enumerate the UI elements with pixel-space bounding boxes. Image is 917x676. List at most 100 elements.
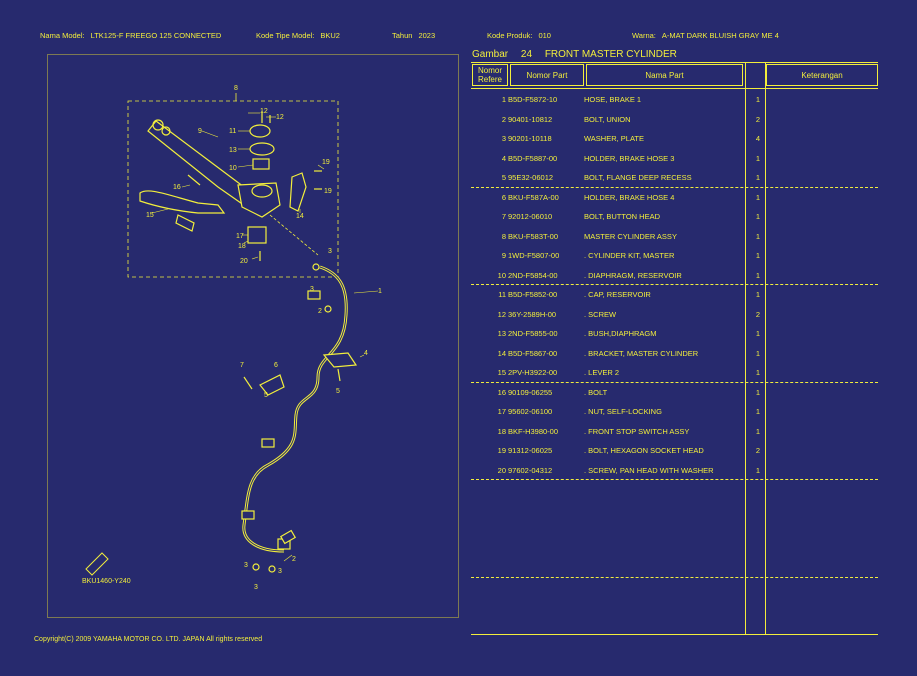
ref-cell: 4 [501,153,506,163]
parts-diagram: 8 9 12 12 11 13 10 19 19 14 16 15 17 18 … [47,54,459,618]
part-name-cell: HOLDER, BRAKE HOSE 3 [584,153,675,163]
part-number-cell: 95602-06100 [508,407,553,416]
part-name-cell: BOLT, FLANGE DEEP RECESS [584,173,692,182]
group-separator [471,284,878,285]
figure-label: Gambar [472,49,509,60]
quantity-cell: 1 [755,426,761,436]
group-separator [471,186,878,188]
part-name-cell: . SCREW, PAN HEAD WITH WASHER [584,465,714,475]
model-type-code: Kode Tipe Model:BKU2 [256,31,340,40]
callout-1: 1 [378,288,382,295]
callout-20: 20 [240,258,248,265]
callout-2a: 2 [318,308,322,315]
part-name-cell: . CYLINDER KIT, MASTER [584,251,675,260]
part-name-cell: . LEVER 2 [584,368,620,377]
callout-3e: 3 [254,584,258,591]
part-number-cell: 95E32-06012 [508,173,554,182]
header-part-number: Nomor Part [510,64,584,86]
callout-12a: 12 [260,108,268,115]
header-ref-number: Nomor Refere [472,64,508,86]
parts-table: Nomor Refere Nomor Part Nama Part Ketera… [471,62,878,635]
ref-cell: 5 [501,173,506,182]
part-number-cell: 91312-06025 [508,446,553,455]
callout-17: 17 [236,233,244,240]
part-name-cell: . DIAPHRAGM, RESERVOIR [584,270,682,280]
part-name-cell: . NUT, SELF-LOCKING [584,407,662,416]
part-name-cell: . FRONT STOP SWITCH ASSY [584,426,690,436]
callout-13: 13 [229,147,237,154]
quantity-cell: 1 [755,368,761,377]
part-number-cell: BKF-H3980-00 [508,426,559,436]
part-name-cell: . BRACKET, MASTER CYLINDER [584,348,699,358]
part-number-cell: 2ND-F5855-00 [508,329,558,338]
part-number-cell: B5D-F5852-00 [508,290,558,299]
quantity-cell: 1 [755,192,761,202]
model-color: Warna:A-MAT DARK BLUISH GRAY ME 4 [632,31,779,40]
ref-cell: 16 [497,387,506,397]
part-number-cell: 2ND-F5854-00 [508,270,558,280]
part-number-cell: 97602-04312 [508,465,553,475]
group-separator [471,479,878,480]
callout-15: 15 [146,212,154,219]
part-number-cell: 1WD-F5807-00 [508,251,560,260]
ref-cell: 13 [497,329,506,338]
part-number-cell: 90109-06255 [508,387,553,397]
callout-16: 16 [173,184,181,191]
group-separator [471,576,878,578]
ref-cell: 19 [497,446,506,455]
header-part-name: Nama Part [586,64,743,86]
callout-3b: 3 [310,286,314,293]
figure-name: FRONT MASTER CYLINDER [544,49,677,60]
part-number-cell: BKU-F587A-00 [508,192,559,202]
callout-12b: 12 [276,114,284,121]
ref-cell: 20 [497,465,506,475]
ref-cell: 18 [497,426,506,436]
part-number-cell: B5D-F5867-00 [508,348,558,358]
callout-3c: 3 [278,568,282,575]
lever-shape [139,190,226,214]
part-name-cell: MASTER CYLINDER ASSY [584,231,677,241]
part-name-cell: BOLT, UNION [584,114,631,124]
callout-5a: 5 [336,388,340,395]
part-name-cell: . CAP, RESERVOIR [584,290,651,299]
callout-19b: 19 [324,188,332,195]
quantity-cell: 2 [755,309,761,319]
ref-cell: 7 [501,212,506,221]
product-code: Kode Produk:010 [487,31,551,40]
quantity-cell: 1 [755,270,761,280]
quantity-cell: 1 [755,95,761,104]
part-name-cell: BOLT, BUTTON HEAD [584,212,660,221]
callout-18: 18 [238,243,246,250]
quantity-cell: 1 [755,387,761,397]
ref-cell: 8 [501,231,506,241]
quantity-cell: 1 [755,329,761,338]
part-name-cell: . BOLT [584,387,608,397]
part-number-cell: 92012-06010 [508,212,553,221]
part-number-cell: B5D-F5872-10 [508,95,558,104]
quantity-cell: 2 [755,446,761,455]
quantity-cell: 1 [755,251,761,260]
part-number-cell: 2PV-H3922-00 [508,368,558,377]
copyright-notice: Copyright(C) 2009 YAMAHA MOTOR CO. LTD. … [34,636,263,643]
part-number-cell: BKU-F583T-00 [508,231,559,241]
